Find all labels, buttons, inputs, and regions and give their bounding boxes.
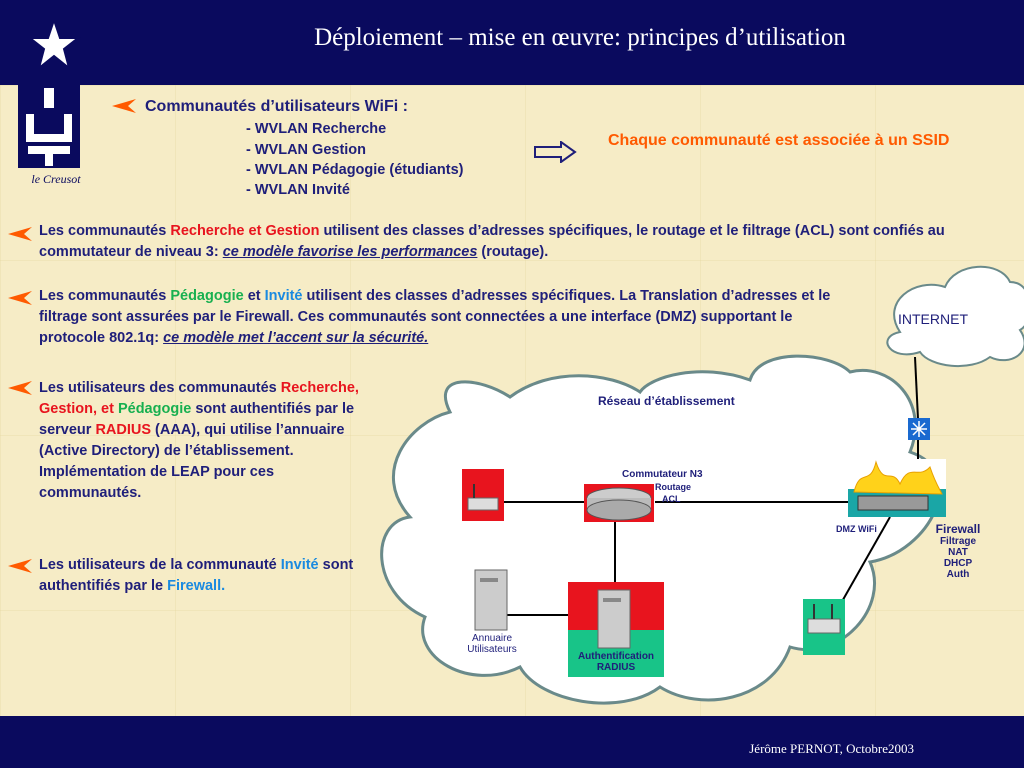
network-cloud — [380, 354, 942, 705]
internet-label: INTERNET — [898, 311, 968, 327]
wvlan-item: - WVLAN Recherche — [246, 121, 387, 137]
switch-routing: Routage — [655, 482, 691, 492]
star-bullet-icon — [8, 291, 32, 305]
star-bullet-icon — [112, 99, 136, 113]
footer-bar: Jérôme PERNOT, Octobre2003 — [0, 716, 1024, 768]
header-bar: Déploiement – mise en œuvre: principes d… — [0, 0, 1024, 85]
switch-title: Commutateur N3 — [622, 469, 703, 480]
wvlan-item: - WVLAN Pédagogie (étudiants) — [246, 162, 464, 178]
star-bullet-icon — [8, 227, 32, 241]
dmz-label: DMZ WiFi — [836, 524, 877, 534]
paragraph-routing: Les communautés Recherche et Gestion uti… — [39, 223, 945, 260]
iut-logo: le Creusot — [14, 14, 84, 186]
footer-author: Jérôme PERNOT, Octobre2003 — [749, 741, 914, 756]
access-point-icon — [462, 469, 504, 521]
internet-cloud — [886, 265, 1024, 368]
network-diagram — [380, 265, 1024, 705]
wvlan-item: - WVLAN Gestion — [246, 142, 367, 158]
network-label: Réseau d’établissement — [598, 394, 735, 408]
wvlan-item: - WVLAN Invité — [246, 182, 350, 198]
radius-label: Authentification RADIUS — [577, 651, 655, 673]
paragraph-security: Les communautés Pédagogie et Invité util… — [39, 288, 831, 346]
page-title: Déploiement – mise en œuvre: principes d… — [314, 24, 846, 51]
paragraph-radius: Les utilisateurs des communautés Recherc… — [39, 380, 359, 501]
firewall-label: Firewall Filtrage NAT DHCP Auth — [935, 522, 981, 580]
star-icon — [27, 16, 81, 71]
annuaire-label: Annuaire Utilisateurs — [467, 633, 517, 655]
arrow-right-icon — [534, 141, 577, 163]
paragraph-guest: Les utilisateurs de la communauté Invité… — [39, 557, 354, 594]
star-bullet-icon — [8, 559, 32, 573]
star-bullet-icon — [8, 381, 32, 395]
switch-acl: ACL — [662, 494, 681, 504]
ssid-conclusion: Chaque communauté est associée à un SSID — [608, 132, 950, 149]
communities-heading: Communautés d’utilisateurs WiFi : — [145, 98, 408, 115]
logo-caption: le Creusot — [31, 172, 81, 186]
logo-block — [18, 84, 80, 168]
